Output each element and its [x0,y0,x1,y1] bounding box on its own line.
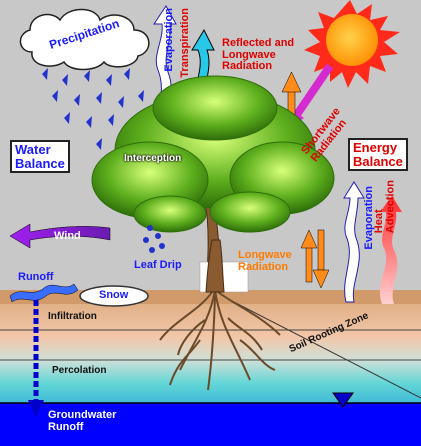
runoff-arrow [9,283,79,303]
evaporation-left-label: Evaporation [163,8,175,72]
reflected-radiation-label: Reflected and Longwave Radiation [222,37,295,73]
leaf-drip-label: Leaf Drip [134,259,182,271]
sun-icon [304,0,400,88]
heat-advection-arrow [379,196,402,304]
transpiration-label: Transpiration [179,8,191,78]
snow-patch [79,285,149,307]
longwave-radiation-label: Longwave Radiation [238,249,292,273]
heat-advection-label: Heat Advection [373,180,397,234]
evaporation-right-arrow [343,181,365,303]
leaf-drip-drops [143,225,165,253]
rooting-zone-boundary [229,299,421,399]
longwave-arrows [300,229,330,289]
groundwater-runoff-label: Groundwater Runoff [48,409,117,433]
infiltration-arrow [28,300,44,418]
groundwater-layer [0,403,421,446]
water-balance-label: Water Balance [10,140,70,174]
wind-arrow [9,223,111,249]
interception-label: Interception [124,153,182,164]
water-table-icon [332,392,354,408]
roots [159,289,281,391]
infiltration-label: Infiltration [48,311,97,322]
energy-balance-label: Energy Balance [348,138,408,172]
wind-label: Wind [54,230,81,242]
percolation-label: Percolation [52,365,107,376]
snow-label: Snow [99,289,129,301]
runoff-label: Runoff [18,271,54,283]
tree-icon [91,75,335,293]
cloud-icon [19,8,150,71]
